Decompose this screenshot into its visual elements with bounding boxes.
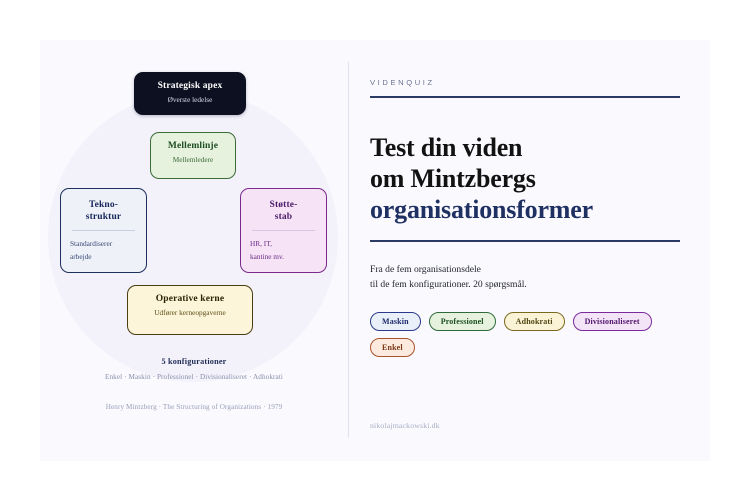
site-url: nikolajmackowski.dk [370, 421, 440, 430]
node-divider [72, 230, 135, 231]
node-title-line2: stab [274, 212, 293, 222]
pill-adhokrati[interactable]: Adhokrati [503, 312, 565, 331]
rule-below-headline [370, 240, 680, 242]
eyebrow-label: VIDENQUIZ [370, 78, 435, 87]
diagram-node-operative-kerne[interactable]: Operative kerne Udfører kerneopgaverne [127, 285, 253, 335]
headline-line-1: Test din viden [370, 133, 523, 162]
rule-above-headline [370, 96, 680, 98]
node-title-line1: Tekno- [88, 200, 119, 210]
quiz-card: Strategisk apex Øverste ledelse Mellemli… [40, 40, 710, 461]
diagram-caption-heading: 5 konfigurationer [161, 357, 227, 366]
pill-enkel[interactable]: Enkel [370, 338, 415, 357]
node-subtitle-line2: kantine mv. [250, 252, 284, 261]
diagram-caption-list: Enkel · Maskin · Professionel · Division… [104, 373, 284, 381]
node-subtitle: Udfører kerneopgaverne [154, 308, 226, 317]
diagram-node-mellemlinje[interactable]: Mellemlinje Mellemledere [150, 132, 236, 179]
node-title-line1: Støtte- [269, 200, 298, 210]
node-subtitle-line1: Standardiserer [70, 239, 113, 248]
diagram-node-strategisk-apex[interactable]: Strategisk apex Øverste ledelse [134, 72, 246, 115]
text-panel: VIDENQUIZ Test din viden om Mintzbergs o… [370, 40, 690, 461]
pill-divisionaliseret[interactable]: Divisionaliseret [572, 312, 652, 331]
headline-line-3: organisationsformer [370, 195, 593, 224]
node-title: Mellemlinje [167, 141, 219, 151]
mintzberg-diagram: Strategisk apex Øverste ledelse Mellemli… [40, 40, 348, 461]
node-title-line2: struktur [85, 212, 122, 222]
diagram-source-attribution: Henry Mintzberg · The Structuring of Org… [105, 403, 283, 411]
panel-divider [348, 62, 349, 438]
pill-professionel[interactable]: Professionel [428, 312, 496, 331]
node-divider [252, 230, 315, 231]
pill-maskin[interactable]: Maskin [370, 312, 421, 331]
subtitle-line-1: Fra de fem organisationsdele [370, 264, 481, 275]
page-title: Test din viden om Mintzbergs organisatio… [370, 132, 682, 225]
headline-line-2: om Mintzbergs [370, 164, 536, 193]
configuration-pill-list: Maskin Professionel Adhokrati Divisional… [370, 312, 680, 357]
node-subtitle: Øverste ledelse [167, 95, 213, 104]
page-subtitle: Fra de fem organisationsdele til de fem … [370, 262, 670, 292]
node-title: Operative kerne [155, 294, 225, 304]
node-subtitle-line2: arbejde [70, 252, 92, 261]
diagram-node-stottestab[interactable]: Støtte- stab HR, IT, kantine mv. [240, 188, 327, 273]
diagram-node-teknostruktur[interactable]: Tekno- struktur Standardiserer arbejde [60, 188, 147, 273]
node-subtitle: Mellemledere [172, 155, 214, 164]
subtitle-line-2: til de fem konfigurationer. 20 spørgsmål… [370, 279, 527, 290]
node-subtitle-line1: HR, IT, [250, 239, 272, 248]
node-title: Strategisk apex [157, 81, 223, 91]
